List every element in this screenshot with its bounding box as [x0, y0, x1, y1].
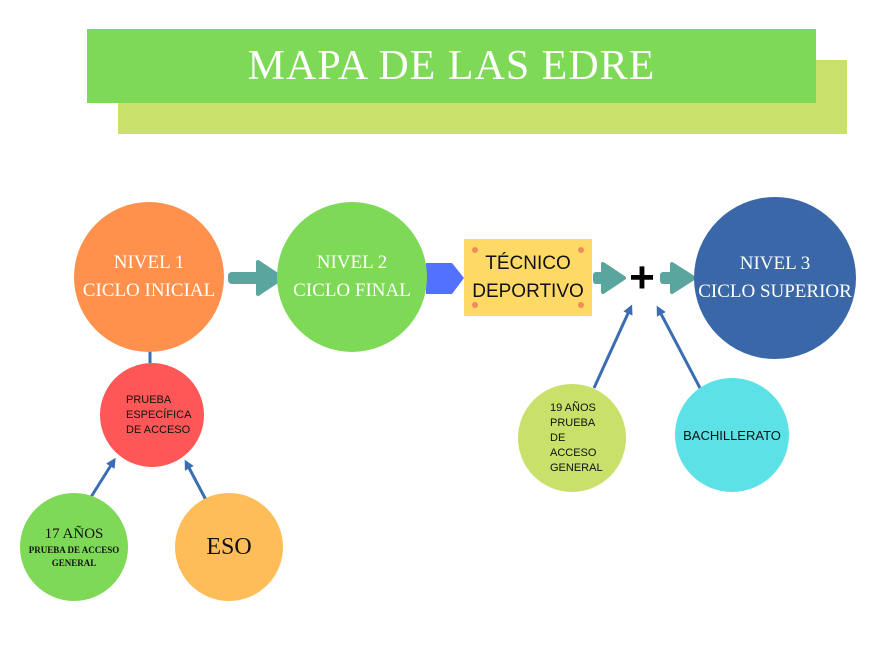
edad19-line5: GENERAL [550, 461, 603, 474]
nivel3-line1: NIVEL 3 [739, 253, 811, 274]
corner-dot [472, 247, 478, 253]
arrow-bachillerato-to-plus [656, 305, 702, 389]
nivel2-circle: NIVEL 2 CICLO FINAL [277, 202, 427, 352]
plus-label: + [629, 253, 655, 302]
arrow-19anos-to-plus [592, 304, 633, 389]
arrow-tecnico-to-plus [593, 262, 626, 294]
nivel3-circle: NIVEL 3 CICLO SUPERIOR [694, 197, 856, 359]
prueba-especifica-circle: PRUEBA ESPECÍFICA DE ACCESO [100, 363, 204, 467]
edad17-line1: 17 AÑOS [44, 526, 104, 542]
nivel2-line1: NIVEL 2 [316, 252, 388, 273]
prueba-line1: PRUEBA [126, 393, 172, 406]
plus-sign: + [623, 256, 661, 300]
bachillerato-label: BACHILLERATO [683, 427, 781, 443]
tecnico-deportivo-box: TÉCNICO DEPORTIVO [464, 239, 592, 316]
nivel2-line2: CICLO FINAL [293, 280, 411, 301]
tecnico-line1: TÉCNICO [485, 252, 571, 274]
eso-circle: ESO [175, 493, 283, 601]
corner-dot [578, 247, 584, 253]
edad17-line3: GENERAL [51, 558, 97, 568]
bachillerato-circle: BACHILLERATO [675, 378, 789, 492]
nivel1-line2: CICLO INICIAL [82, 280, 216, 301]
connector-nivel2-to-tecnico [426, 263, 464, 294]
tecnico-line2: DEPORTIVO [472, 280, 584, 302]
edad19-line3: DE [550, 431, 566, 444]
prueba-line3: DE ACCESO [126, 423, 191, 436]
arrow-plus-to-nivel3 [660, 262, 696, 294]
title-banner: MAPA DE LAS EDRE [87, 29, 816, 103]
eso-label: ESO [206, 533, 252, 560]
nivel1-line1: NIVEL 1 [113, 252, 185, 273]
corner-dot [578, 302, 584, 308]
nivel3-line2: CICLO SUPERIOR [698, 281, 852, 302]
arrow-nivel1-to-nivel2 [228, 260, 284, 296]
corner-dot [472, 302, 478, 308]
arrow-eso-to-prueba [184, 459, 208, 501]
edad19-circle: 19 AÑOS PRUEBA DE ACCESO GENERAL [518, 384, 626, 492]
prueba-line2: ESPECÍFICA [126, 408, 192, 421]
edad19-line1: 19 AÑOS [550, 401, 596, 414]
edad17-circle: 17 AÑOS PRUEBA DE ACCESO GENERAL [20, 493, 128, 601]
nivel1-circle: NIVEL 1 CICLO INICIAL [74, 202, 224, 352]
edad19-line2: PRUEBA [550, 416, 596, 429]
edad19-line4: ACCESO [550, 446, 597, 459]
arrow-17anos-to-prueba [89, 457, 116, 498]
edad17-line2: PRUEBA DE ACCESO [28, 545, 120, 555]
page-title: MAPA DE LAS EDRE [247, 43, 656, 89]
